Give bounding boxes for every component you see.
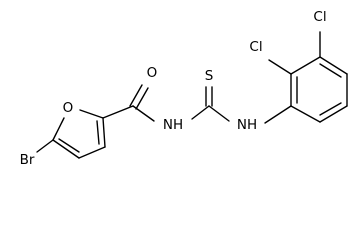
bond-br-c5 — [36, 139, 54, 153]
atom-o-carbonyl: O — [147, 65, 158, 81]
bond-c2-o1 — [79, 109, 104, 119]
bond-c3-c2-double — [96, 120, 100, 145]
bond-c5-c4 — [52, 139, 80, 159]
atom-br: Br — [20, 152, 35, 168]
atom-o-furan: O — [63, 100, 74, 116]
atom-labels: Br O O NH S NH Cl Cl — [20, 9, 327, 168]
chemical-structure-diagram: Br O O NH S NH Cl Cl — [20, 9, 348, 168]
atom-nh-amide: NH — [163, 117, 183, 133]
bond-ar3-ar4-double — [319, 63, 342, 78]
bond-n-cs — [191, 105, 210, 120]
bond-c2-cco — [102, 105, 134, 119]
atom-cl-ortho: Cl — [249, 39, 262, 55]
bond-n2-ar — [264, 105, 292, 124]
bond-cco-n — [132, 105, 155, 122]
bond-co-2 — [135, 87, 149, 110]
bond-c4-c3 — [78, 146, 106, 159]
bond-ar2-cl — [268, 59, 292, 75]
bond-ar6-ar1 — [290, 105, 321, 123]
bond-c5-o1 — [52, 117, 65, 141]
atom-cl-meta: Cl — [313, 9, 326, 25]
bond-cs-n2 — [208, 105, 230, 122]
bond-c3-c2 — [102, 117, 106, 148]
bond-ar3-ar4 — [319, 56, 348, 75]
bond-co-1 — [129, 84, 143, 107]
atom-nh-aryl: NH — [237, 117, 257, 133]
bond-lines — [36, 31, 348, 159]
bond-ar5-ar6-double — [319, 102, 342, 116]
atom-s-thio: S — [205, 68, 214, 84]
bond-ar5-ar6 — [319, 105, 348, 123]
bond-c5-c4-double — [58, 138, 80, 153]
bond-ar2-ar3 — [290, 56, 321, 75]
